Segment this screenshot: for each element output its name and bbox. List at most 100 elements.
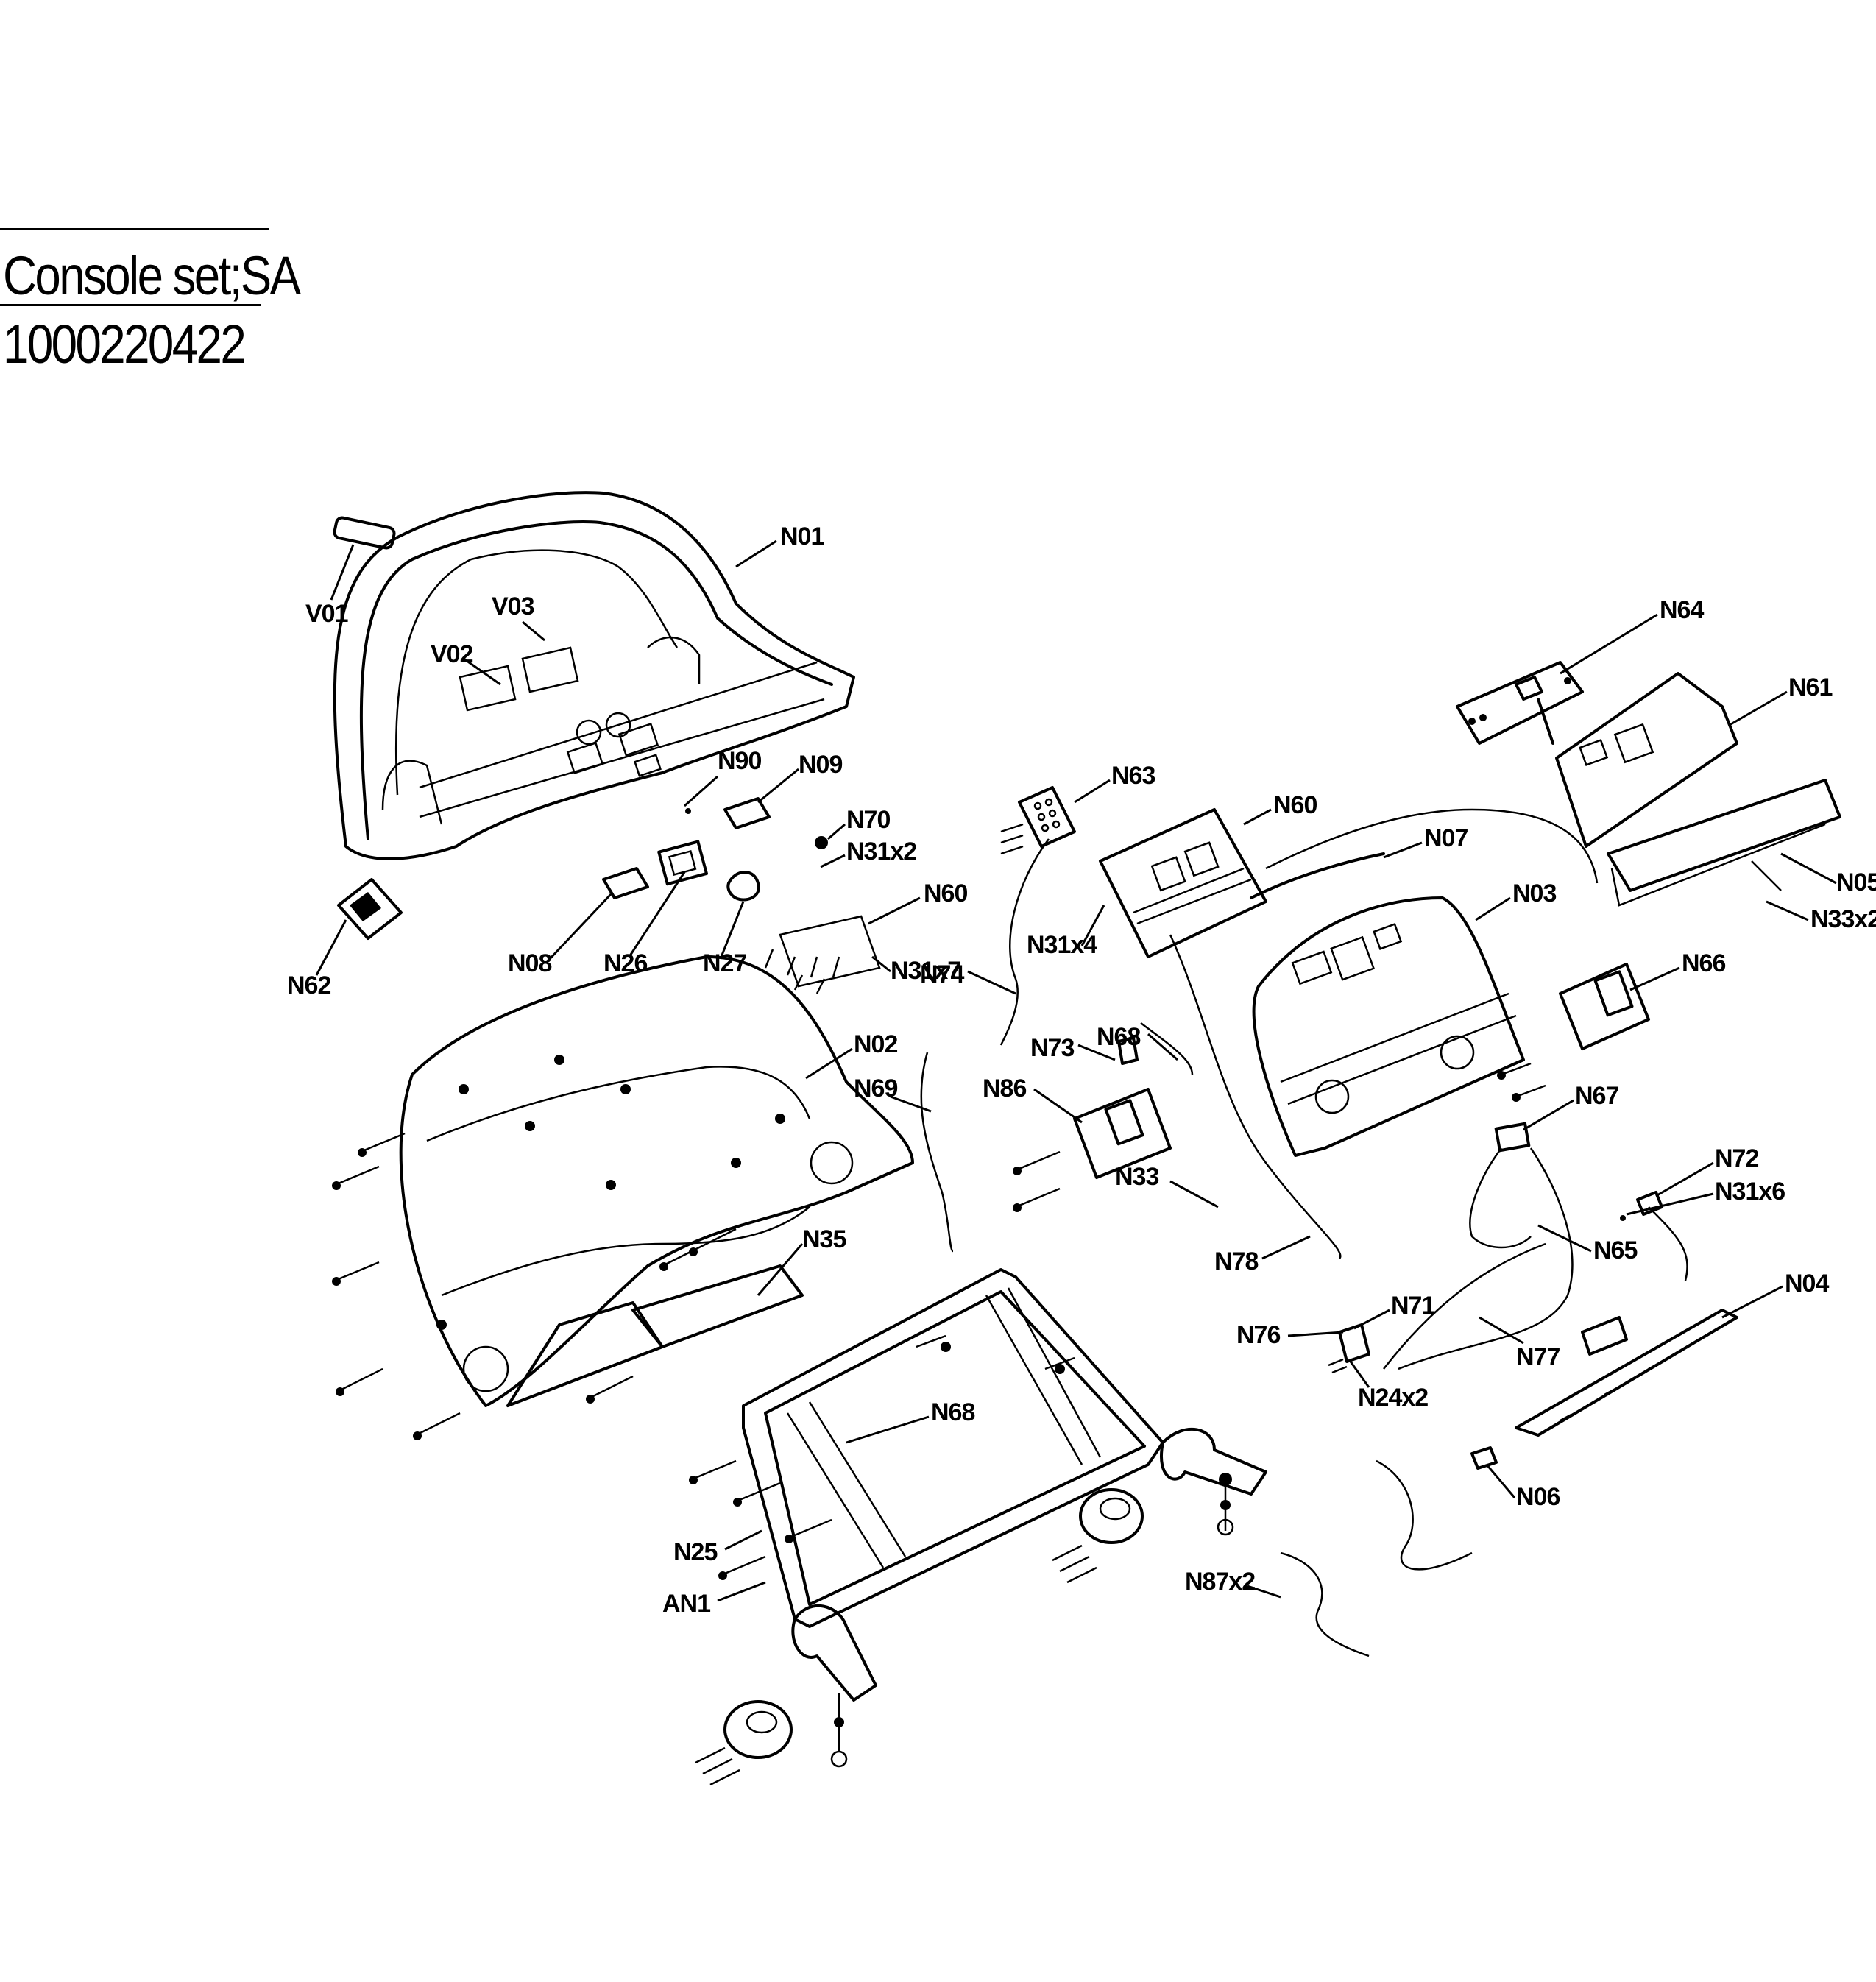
callout-n71: N71 <box>1391 1292 1434 1320</box>
callout-n07: N07 <box>1424 824 1468 852</box>
leader-line-v03 <box>522 620 545 642</box>
console-rear-shell <box>399 955 914 1407</box>
badge-v01 <box>333 516 396 550</box>
leader-line-n68b <box>846 1415 930 1444</box>
leader-line-n09 <box>757 768 799 804</box>
bracket-n60-small <box>764 915 881 994</box>
display-assembly-n64-n61-n05 <box>1456 661 1841 907</box>
callout-n86: N86 <box>983 1075 1026 1103</box>
rear-shell-screws <box>332 1055 785 1440</box>
callout-v03: V03 <box>492 592 534 620</box>
callout-n65: N65 <box>1593 1236 1637 1264</box>
leader-line-n07 <box>1383 841 1423 859</box>
leader-line-n24x2 <box>1349 1361 1370 1388</box>
leader-line-n33x2 <box>1766 900 1809 921</box>
leader-line-n74 <box>967 970 1016 995</box>
callout-n70: N70 <box>846 806 890 834</box>
callout-n04: N04 <box>1785 1270 1829 1298</box>
callout-n60a: N60 <box>924 879 967 907</box>
leader-line-v02 <box>463 657 501 686</box>
leader-line-n31x7 <box>871 955 891 973</box>
leader-line-n31x6 <box>1626 1192 1714 1216</box>
callout-v01: V01 <box>305 600 348 628</box>
inner-panel-n03 <box>1252 896 1525 1157</box>
callout-n74: N74 <box>920 960 964 988</box>
leader-line-v01 <box>330 544 355 601</box>
callout-n31x2: N31x2 <box>846 838 916 866</box>
callout-n60b: N60 <box>1273 791 1317 819</box>
leader-line-n60b <box>1243 808 1272 826</box>
callout-n02: N02 <box>854 1030 897 1058</box>
leader-line-n33 <box>1169 1180 1219 1208</box>
module-n66 <box>1497 963 1650 1102</box>
leader-line-n68a <box>1147 1033 1178 1061</box>
leader-line-n73 <box>1077 1044 1116 1061</box>
module-n86 <box>1013 1088 1172 1212</box>
leader-line-n04 <box>1721 1285 1783 1319</box>
label-n62 <box>337 878 403 940</box>
leader-line-n31x4 <box>1080 905 1105 946</box>
callout-n01: N01 <box>780 523 824 551</box>
title-rule-top <box>0 228 269 230</box>
callout-n31x4: N31x4 <box>1027 931 1097 959</box>
leader-line-n26 <box>628 871 686 958</box>
leader-line-n31x2 <box>820 854 846 868</box>
callout-n25: N25 <box>673 1538 717 1566</box>
leader-line-n77 <box>1479 1316 1524 1345</box>
callout-n06: N06 <box>1516 1483 1560 1511</box>
leader-line-n72 <box>1655 1161 1714 1197</box>
leader-line-n25 <box>724 1529 762 1551</box>
leader-line-n03 <box>1475 896 1511 921</box>
leader-line-n62 <box>315 919 347 976</box>
callout-n72: N72 <box>1715 1144 1758 1172</box>
leader-line-n02 <box>805 1047 853 1080</box>
plug-n06 <box>1470 1446 1498 1470</box>
leader-line-n08 <box>547 893 612 962</box>
console-frame-an1 <box>689 1268 1267 1786</box>
callout-v02: V02 <box>431 640 473 668</box>
callout-n24x2: N24x2 <box>1358 1384 1428 1412</box>
callout-n78: N78 <box>1214 1247 1258 1275</box>
callout-n26: N26 <box>603 949 647 977</box>
callout-n33: N33 <box>1115 1163 1158 1191</box>
leader-line-n86 <box>1033 1088 1083 1124</box>
leader-line-n70 <box>827 823 846 840</box>
callout-n31x7: N31x7 <box>891 957 960 985</box>
callout-n27: N27 <box>703 949 746 977</box>
callout-n03: N03 <box>1512 879 1556 907</box>
callout-n90: N90 <box>718 747 761 775</box>
strip-n07 <box>1250 852 1385 899</box>
leader-line-n67 <box>1523 1099 1574 1131</box>
wire-harness-n74-n69 <box>920 838 1050 1253</box>
callout-n69: N69 <box>854 1075 897 1103</box>
leader-line-n69 <box>890 1095 932 1113</box>
leader-line-n78 <box>1261 1235 1311 1260</box>
callout-n61: N61 <box>1788 673 1832 701</box>
leader-line-n90 <box>684 775 718 807</box>
callout-n05: N05 <box>1836 868 1876 896</box>
callout-n76: N76 <box>1236 1321 1280 1349</box>
keypad-n63 <box>1000 786 1076 855</box>
assembly-title: Console set;SA <box>3 245 301 306</box>
callout-n87x2: N87x2 <box>1185 1568 1255 1596</box>
console-front-shell <box>333 491 855 860</box>
leader-line-n87x2 <box>1247 1585 1281 1599</box>
callout-n63: N63 <box>1111 762 1155 790</box>
assembly-part-number: 1000220422 <box>3 314 247 375</box>
callout-n35: N35 <box>802 1225 846 1253</box>
callout-n68b: N68 <box>931 1398 974 1426</box>
leader-line-n05 <box>1780 852 1837 885</box>
leader-line-n76 <box>1287 1331 1344 1337</box>
callout-n08: N08 <box>508 949 551 977</box>
callout-an1: AN1 <box>662 1590 710 1618</box>
callout-n73: N73 <box>1030 1034 1074 1062</box>
callout-n66: N66 <box>1682 949 1725 977</box>
callout-n67: N67 <box>1575 1082 1618 1110</box>
callout-n64: N64 <box>1660 596 1704 624</box>
callout-n77: N77 <box>1516 1343 1560 1371</box>
callout-n33x2: N33x2 <box>1810 905 1876 933</box>
leader-line-n01 <box>735 539 777 568</box>
cable-clip-n73 <box>1117 1022 1194 1075</box>
